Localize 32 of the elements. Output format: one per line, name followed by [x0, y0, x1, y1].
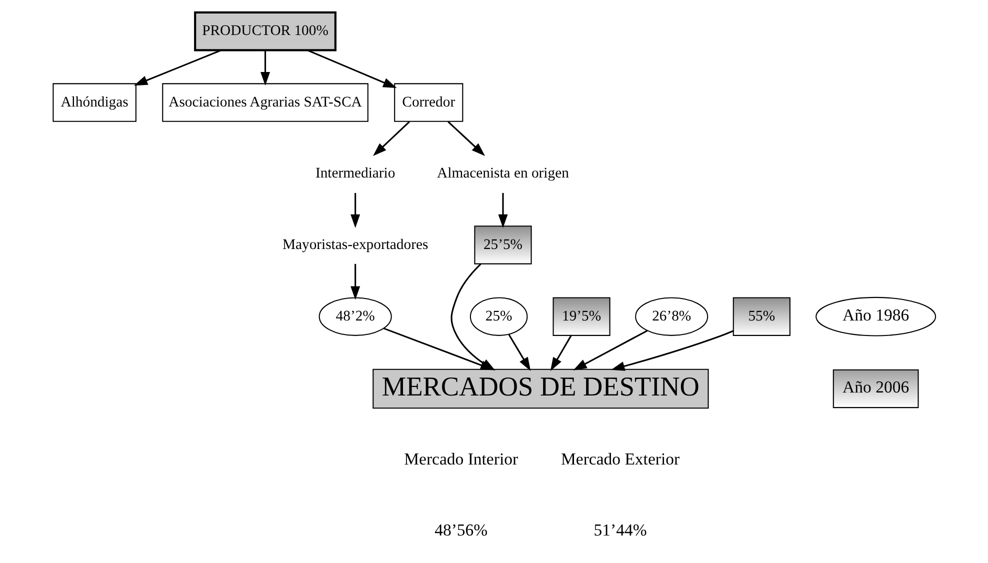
- label: 48’56%: [434, 520, 488, 540]
- node-ellipse: 25%: [469, 297, 528, 336]
- node-box: Asociaciones Agrarias SAT-SCA: [162, 83, 368, 122]
- arrow: [447, 121, 485, 156]
- node-text: Mayoristas-exportadores: [282, 236, 428, 253]
- node-text: Almacenista en origen: [436, 166, 568, 182]
- arrow: [306, 50, 396, 88]
- node-box: 25’5%: [474, 226, 532, 264]
- node-box: MERCADOS DE DESTINO: [372, 368, 708, 409]
- arrow: [550, 335, 572, 372]
- legend-label: Año 2006: [842, 378, 909, 397]
- arrow: [610, 330, 734, 371]
- node-box: Alhóndigas: [52, 83, 136, 122]
- arrow: [372, 121, 410, 156]
- label: Mercado Interior: [404, 449, 518, 468]
- node-ellipse: 26’8%: [634, 297, 708, 336]
- node-box: 55%: [732, 297, 790, 336]
- arrow: [350, 192, 360, 228]
- legend-label: Año 1986: [842, 306, 909, 325]
- arrow: [498, 192, 508, 228]
- node-box: Corredor: [394, 83, 463, 122]
- arrow: [260, 50, 270, 86]
- node-box: 19’5%: [552, 297, 610, 336]
- arrow: [572, 330, 648, 370]
- label: Mercado Exterior: [560, 449, 680, 468]
- arrow: [350, 264, 360, 300]
- node-box: PRODUCTOR 100%: [194, 11, 336, 52]
- label: 51’44%: [593, 520, 646, 540]
- node-ellipse: 48’2%: [318, 297, 392, 336]
- arrow: [133, 50, 221, 86]
- node-text: Intermediario: [314, 166, 395, 182]
- arrow: [508, 334, 530, 371]
